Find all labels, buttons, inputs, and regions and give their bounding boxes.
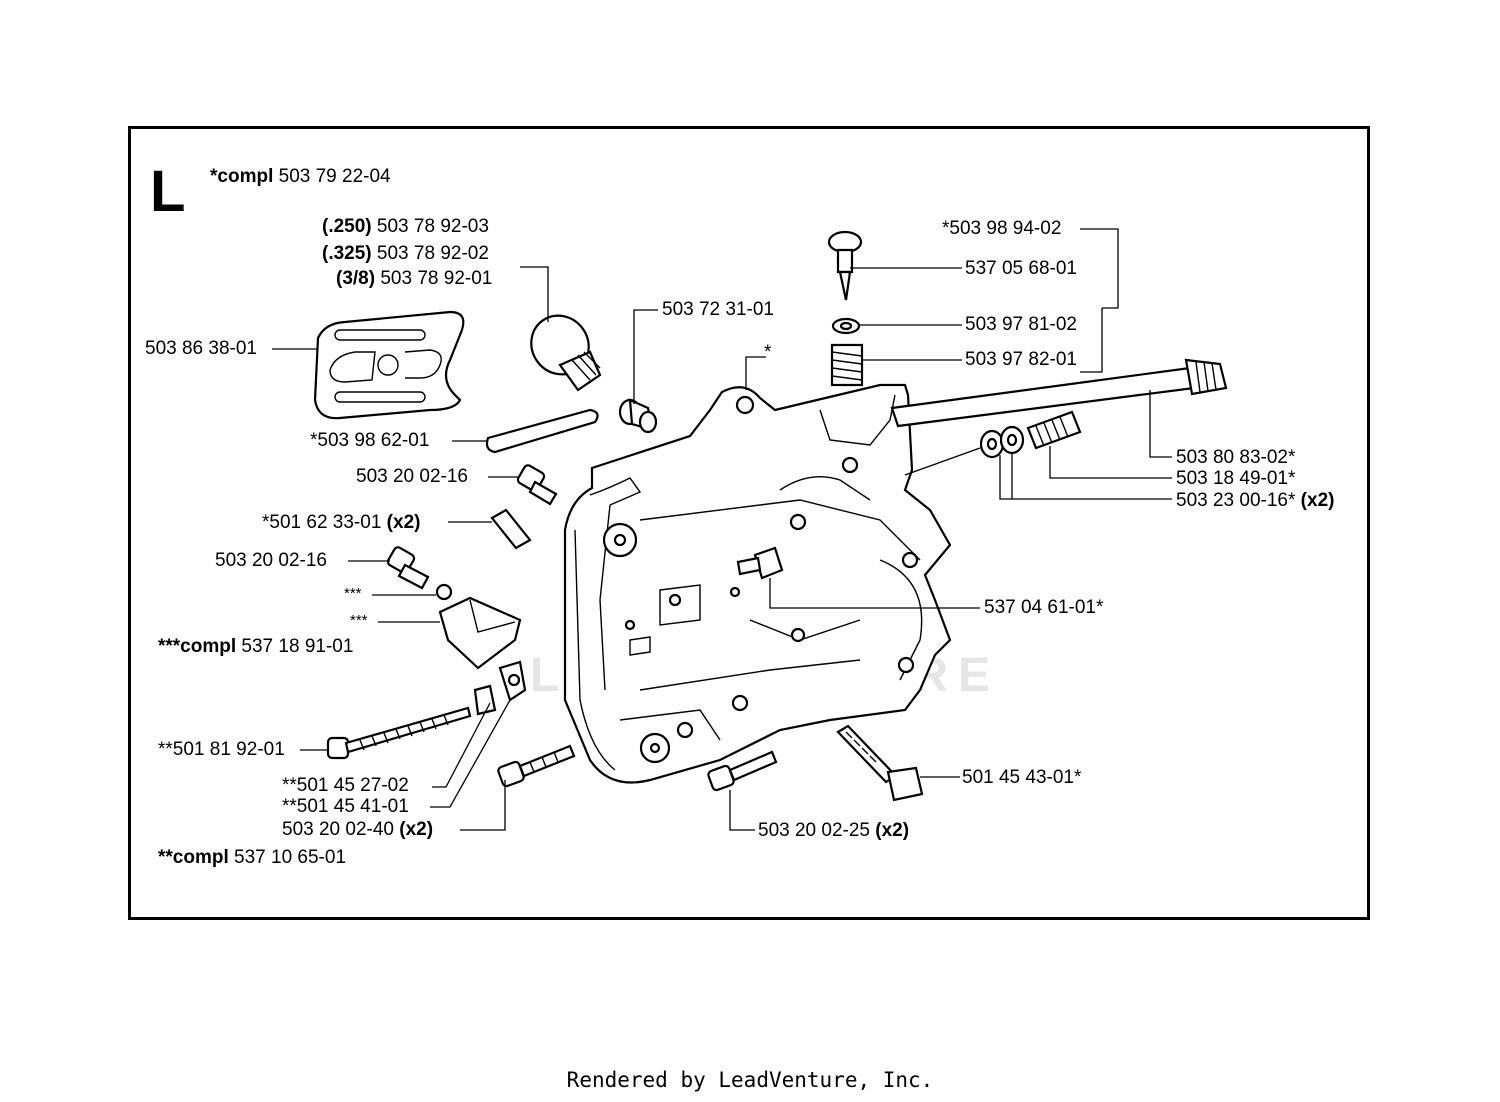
screw-top [516,464,558,506]
label-shaft: 503 80 83-02* [1176,447,1296,468]
label-compl-main: *compl 503 79 22-04 [210,166,391,187]
label-catcher: 537 04 61-01* [984,597,1104,618]
chain-catcher [736,546,784,580]
section-letter: L [150,159,186,224]
shaft-spring [1026,410,1082,450]
shaft-washers [979,425,1025,459]
guide-strip [485,408,599,454]
label-shaft-spring: 503 18 49-01* [1176,468,1296,489]
label-tensioner: **501 45 41-01 [282,796,409,817]
bar-plate [313,310,465,420]
label-shaft-washer: 503 23 00-16* (x2) [1176,490,1335,511]
label-pin-325: (.325) 503 78 92-02 [322,243,489,264]
tensioner-block [438,596,522,670]
label-bar-bolt: 501 45 43-01* [962,767,1082,788]
sleeve [490,508,532,550]
clutch-cover [563,383,952,784]
label-compl-triple: ***compl 537 18 91-01 [158,636,354,657]
diagram-frame [128,126,1370,920]
label-guide-strip: *503 98 62-01 [310,430,430,451]
label-adjust-screw: **501 81 92-01 [158,739,285,760]
label-nut-plate: **501 45 27-02 [282,775,409,796]
footer-credit: Rendered by LeadVenture, Inc. [566,1068,934,1092]
oil-washer [831,317,861,335]
label-oil-spring: 503 97 82-01 [965,349,1077,370]
bushing [618,398,658,434]
label-oil-kit: *503 98 94-02 [942,218,1062,239]
label-screw-b: 503 20 02-16 [215,550,327,571]
screw-mid [386,546,453,601]
tension-nut [473,660,527,716]
label-plate: 503 86 38-01 [145,338,257,359]
label-sleeve: *501 62 33-01 (x2) [262,512,421,533]
oil-screw [827,230,863,301]
screw-bottom [707,750,778,792]
adjust-screw [326,706,472,760]
label-triple-b: *** [350,612,368,629]
shaft [890,358,1228,428]
label-screw-c: 503 20 02-40 (x2) [282,819,434,840]
label-pin-38: (3/8) 503 78 92-01 [336,268,493,289]
label-triple-a: *** [344,585,362,602]
label-screw-a: 503 20 02-16 [356,466,468,487]
guide-pin [530,314,602,392]
oil-spring [830,343,864,387]
screw-lower [497,744,576,788]
bar-bolt [836,724,924,802]
label-star: * [764,342,772,363]
label-oil-washer: 503 97 81-02 [965,314,1077,335]
label-compl-double: **compl 537 10 65-01 [158,847,347,868]
label-bushing: 503 72 31-01 [662,299,774,320]
label-screw-d: 503 20 02-25 (x2) [758,820,910,841]
leader-lines [272,228,1172,831]
label-pin-250: (.250) 503 78 92-03 [322,216,489,237]
label-oil-screw: 537 05 68-01 [965,258,1077,279]
